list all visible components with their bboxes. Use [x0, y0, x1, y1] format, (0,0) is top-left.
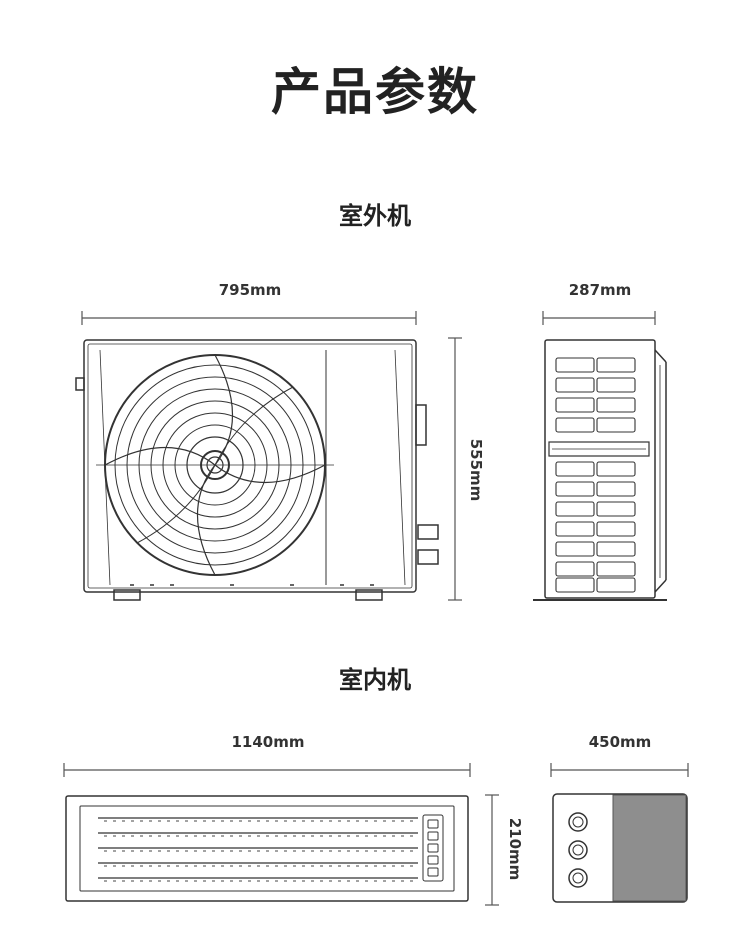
vent-slot: [596, 417, 636, 433]
control-button-graphic: [427, 867, 439, 877]
indoor-depth-dimension-line: [550, 763, 689, 777]
control-button-graphic: [427, 819, 439, 829]
outdoor-unit-heading: 室外机: [339, 202, 411, 230]
indoor-unit-front-view: [65, 795, 469, 902]
outdoor-unit-front-view: [75, 339, 439, 601]
vent-slot: [596, 481, 636, 497]
indoor-height-dimension-line: [485, 794, 499, 906]
vent-slot: [555, 417, 595, 433]
vent-slot: [555, 541, 595, 557]
vent-slot: [555, 521, 595, 537]
indoor-unit-heading: 室内机: [339, 666, 411, 694]
vent-slot: [596, 461, 636, 477]
control-button-graphic: [427, 855, 439, 865]
page-title: 产品参数: [271, 63, 479, 121]
vent-slot: [555, 501, 595, 517]
vent-slot: [555, 461, 595, 477]
vent-slot: [596, 397, 636, 413]
vent-slot: [596, 577, 636, 593]
indoor-width-dimension-line: [63, 763, 471, 777]
vent-slot: [596, 377, 636, 393]
indoor-depth-label: 450mm: [588, 733, 652, 751]
vent-slot: [596, 501, 636, 517]
outdoor-unit-side-view: [533, 339, 667, 601]
outdoor-height-dimension-line: [448, 337, 462, 601]
control-button-graphic: [427, 843, 439, 853]
outdoor-depth-label: 287mm: [568, 281, 632, 299]
outdoor-width-dimension-line: [81, 311, 417, 325]
vent-slot: [596, 357, 636, 373]
vent-slot: [596, 521, 636, 537]
vent-slot: [555, 577, 595, 593]
control-button-graphic: [427, 831, 439, 841]
vent-slot: [596, 541, 636, 557]
vent-slot: [555, 481, 595, 497]
outdoor-width-label: 795mm: [218, 281, 282, 299]
indoor-unit-side-view: [552, 793, 688, 903]
vent-slot: [555, 357, 595, 373]
outdoor-depth-dimension-line: [542, 311, 656, 325]
vent-slot: [555, 377, 595, 393]
indoor-width-label: 1140mm: [231, 733, 305, 751]
vent-slot: [555, 561, 595, 577]
vent-slot: [596, 561, 636, 577]
vent-slot: [555, 397, 595, 413]
